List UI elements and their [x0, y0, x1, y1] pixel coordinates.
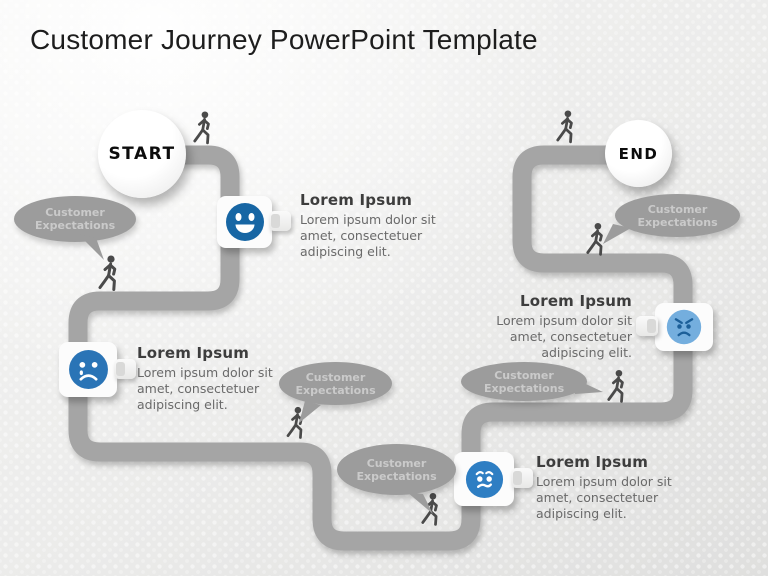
bubble-tail	[603, 224, 631, 244]
customer-expectations-bubble: Customer Expectations	[461, 362, 603, 401]
puzzle-tab	[636, 316, 658, 336]
bubble-label: Customer Expectations	[356, 456, 437, 483]
bubble-label: Customer Expectations	[295, 370, 376, 397]
end-label: END	[618, 144, 659, 163]
customer-expectations-bubble: Customer Expectations	[14, 196, 136, 260]
bubble-tail	[78, 234, 104, 260]
annoyed-face-icon	[666, 309, 702, 345]
step-body: Lorem ipsum dolor sit amet, consectetuer…	[536, 474, 672, 521]
puzzle-card-annoyed	[636, 303, 713, 351]
step-heading: Lorem Ipsum	[300, 191, 413, 209]
step-heading: Lorem Ipsum	[137, 344, 250, 362]
puzzle-tab	[269, 211, 291, 231]
bubble-label: Customer Expectations	[35, 206, 116, 232]
step-text-sad: Lorem Ipsum Lorem ipsum dolor sit amet, …	[137, 344, 287, 413]
walking-person-icon	[98, 255, 117, 291]
bubble-label: Customer Expectations	[637, 202, 718, 229]
step-text-annoyed: Lorem Ipsum Lorem ipsum dolor sit amet, …	[482, 292, 632, 361]
puzzle-card-happy	[217, 196, 291, 248]
walking-person-icon	[607, 369, 624, 403]
walking-person-icon	[193, 111, 210, 145]
bubble-tail	[299, 401, 321, 423]
step-body: Lorem ipsum dolor sit amet, consectetuer…	[300, 212, 436, 259]
worried-face-icon	[465, 460, 503, 498]
walking-person-icon	[586, 222, 603, 256]
bubble-tail	[573, 378, 603, 394]
step-body: Lorem ipsum dolor sit amet, consectetuer…	[496, 313, 632, 360]
bubble-label: Customer Expectations	[484, 368, 565, 395]
step-text-happy: Lorem Ipsum Lorem ipsum dolor sit amet, …	[300, 191, 450, 260]
customer-expectations-bubble: Customer Expectations	[279, 362, 392, 423]
sad-face-icon	[68, 350, 108, 389]
puzzle-card-worried	[454, 452, 533, 506]
step-text-worried: Lorem Ipsum Lorem ipsum dolor sit amet, …	[536, 453, 686, 522]
puzzle-tab	[114, 359, 136, 379]
customer-expectations-bubble: Customer Expectations	[603, 194, 740, 244]
puzzle-card-sad	[59, 342, 136, 397]
start-label: START	[108, 144, 176, 164]
end-node: END	[605, 120, 672, 187]
customer-expectations-bubble: Customer Expectations	[337, 444, 456, 514]
puzzle-tab	[511, 468, 533, 488]
walking-person-icon	[556, 110, 573, 144]
step-body: Lorem ipsum dolor sit amet, consectetuer…	[137, 365, 273, 412]
step-heading: Lorem Ipsum	[519, 292, 632, 310]
page-title: Customer Journey PowerPoint Template	[30, 24, 538, 55]
bubble-tail	[407, 492, 433, 514]
start-node: START	[98, 110, 186, 198]
happy-face-icon	[225, 203, 264, 241]
step-heading: Lorem Ipsum	[536, 453, 649, 471]
